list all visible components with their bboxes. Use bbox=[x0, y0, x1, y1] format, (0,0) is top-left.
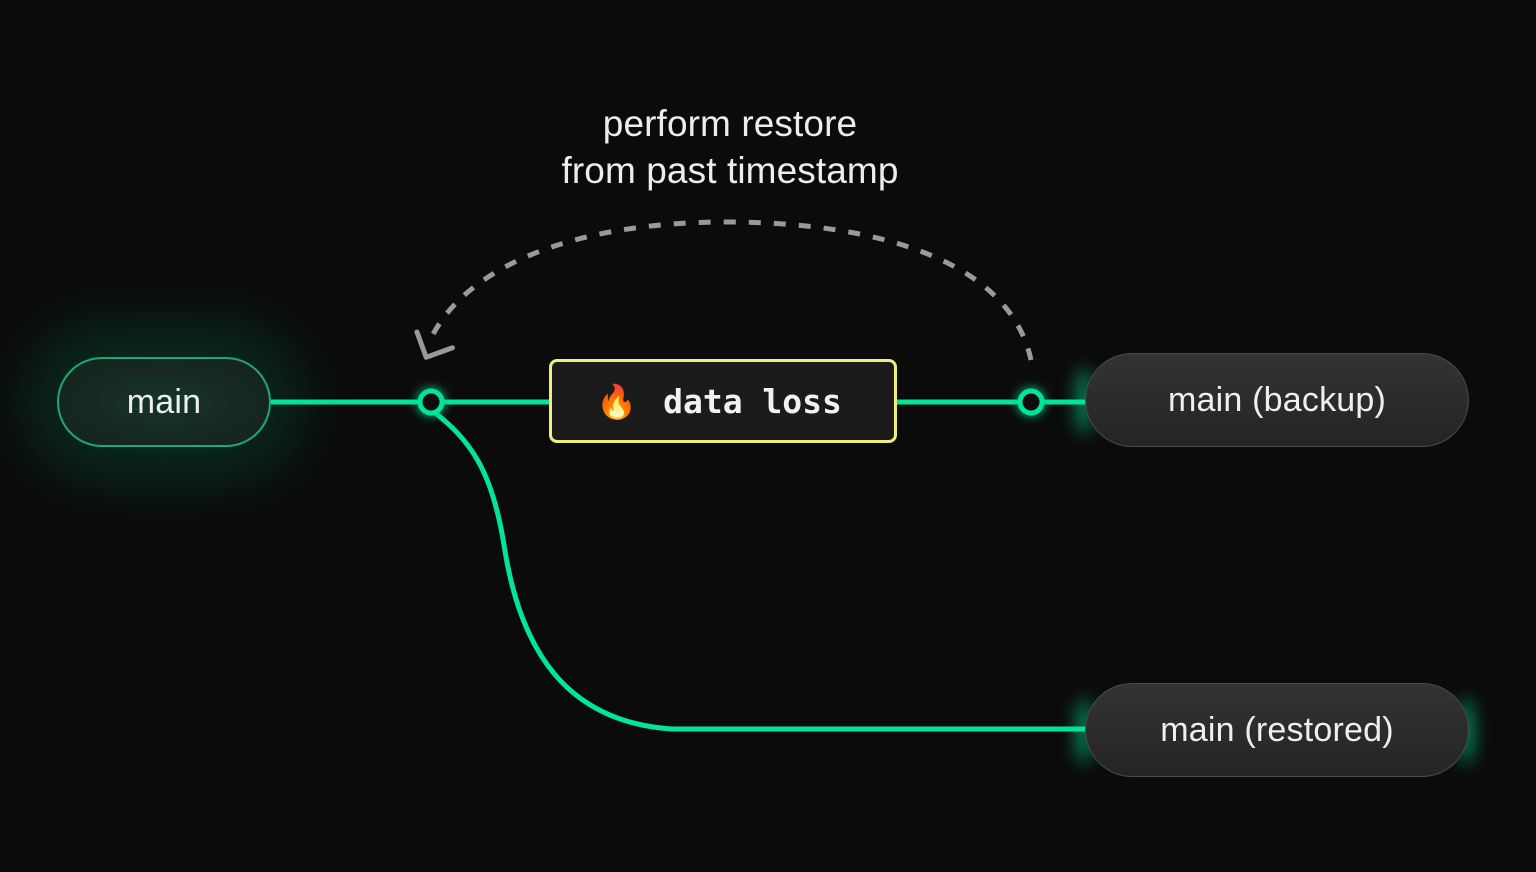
restore-annotation-arc bbox=[425, 219, 1034, 361]
commit-point-branch[interactable] bbox=[417, 388, 445, 416]
restore-caption: perform restore from past timestamp bbox=[561, 103, 899, 191]
data-loss-box[interactable]: 🔥 data loss bbox=[549, 359, 897, 443]
data-loss-label: data loss bbox=[663, 381, 842, 421]
commit-point-backup[interactable] bbox=[1017, 388, 1045, 416]
node-main[interactable]: main bbox=[57, 357, 271, 447]
edge-branchpoint-to-restored bbox=[431, 409, 1089, 732]
node-main-backup-label: main (backup) bbox=[1167, 380, 1387, 419]
fire-icon: 🔥 bbox=[596, 382, 638, 420]
node-main-restored-label: main (restored) bbox=[1160, 710, 1394, 749]
node-main-label: main bbox=[126, 382, 202, 421]
node-main-backup[interactable]: main (backup) bbox=[1085, 353, 1469, 447]
restore-arrowhead-icon bbox=[414, 329, 455, 360]
node-main-restored[interactable]: main (restored) bbox=[1085, 683, 1469, 777]
